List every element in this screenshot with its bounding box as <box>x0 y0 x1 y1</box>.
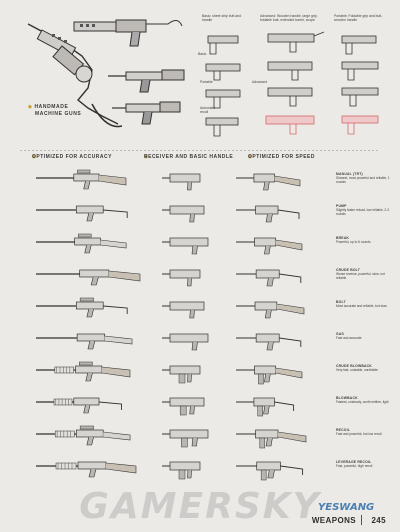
weapon-type-title: MANUAL (TRT) <box>336 172 363 176</box>
speed-weapon-7 <box>236 365 303 385</box>
weapon-type-text: Slightly faster reload, low reliable, 2-… <box>336 208 389 216</box>
speed-weapon-5 <box>236 301 305 319</box>
caption-line-2: MACHINE GUNS <box>35 111 82 117</box>
weapon-type-text: Worse reverse, powerful, slow, not relia… <box>336 272 385 280</box>
receiver-weapon-2 <box>162 205 205 223</box>
weapon-type-title: CRUDE BLOWBACK <box>336 364 372 368</box>
receiver-weapon-8 <box>162 397 205 416</box>
accuracy-weapon-4 <box>36 269 141 286</box>
weapon-type-title: BOLT <box>336 300 346 304</box>
speed-weapon-10 <box>236 461 304 481</box>
weapon-grid-drawing <box>36 169 307 481</box>
handmade-caption: ◆HANDMADE MACHINE GUNS <box>28 104 108 118</box>
weapon-type-title: BREAK <box>336 236 350 240</box>
footer-separator <box>361 515 362 525</box>
weapon-type-title: GAS <box>336 332 344 336</box>
watermark: GAMERSKY <box>79 486 321 527</box>
accuracy-weapon-6 <box>36 333 133 350</box>
weapon-type-text: Fast, powerful, high recoil <box>336 464 373 468</box>
receiver-weapon-6 <box>162 333 209 351</box>
weapon-type-text: Powerful, up to 6 rounds <box>336 240 371 244</box>
receiver-weapon-7 <box>162 365 201 384</box>
variant-sketches: Basic: sheet strip butt and handle Advan… <box>196 14 392 144</box>
receiver-weapon-10 <box>162 461 201 480</box>
weapon-type-text: Fast and accurate <box>336 336 362 340</box>
receiver-weapon-1 <box>162 173 201 191</box>
weapon-type-text: Most accurate and reliable, but slow <box>336 304 387 308</box>
variant-col2-label: Advanced: Wooden handle, large grip, fol… <box>260 14 318 22</box>
weapon-type-title: LEVERAGE RECOIL <box>336 460 372 464</box>
weapon-type-text: Fast and powerful, but low recoil <box>336 432 382 436</box>
speed-weapon-9 <box>236 429 307 449</box>
yeswang-logo: YESWANG <box>318 502 375 513</box>
speed-weapon-6 <box>236 333 302 351</box>
column-headers: ◆ OPTIMIZED FOR ACCURACY ◆ RECEIVER AND … <box>24 154 376 164</box>
weapon-grid: MANUAL (TRT)Slowest, most powerful and r… <box>0 168 400 498</box>
label-automatic: Automatic recoil <box>200 106 216 114</box>
diamond-icon: ◆ <box>248 154 253 160</box>
header-speed-label: OPTIMIZED FOR SPEED <box>248 154 316 160</box>
weapon-type-text: Very fast, unstable, unreliable <box>336 368 378 372</box>
diamond-icon: ◆ <box>28 104 33 110</box>
weapon-type-title: CRUDE BOLT <box>336 268 360 272</box>
footer-section-title: WEAPONS <box>311 516 356 525</box>
header-accuracy-label: OPTIMIZED FOR ACCURACY <box>32 154 112 160</box>
accuracy-weapon-3 <box>36 233 127 254</box>
weapon-description: MANUAL (TRT)Slowest, most powerful and r… <box>336 172 392 184</box>
weapon-type-text: Fastest, unsteady, worth neither, light <box>336 400 389 404</box>
page-number: 245 <box>371 516 386 525</box>
handmade-machine-gun-illustration <box>27 19 185 128</box>
accuracy-weapon-10 <box>36 461 137 478</box>
receiver-weapon-4 <box>162 269 201 287</box>
weapon-type-title: BLOWBACK <box>336 396 358 400</box>
speed-weapon-2 <box>236 205 300 223</box>
receiver-weapon-5 <box>162 301 205 319</box>
accuracy-weapon-8 <box>36 397 122 414</box>
variant-col3-label: Portable: Foldable grip and butt, wooden… <box>334 14 383 22</box>
variant-sketches-drawing <box>205 31 379 137</box>
receiver-weapon-9 <box>162 429 209 448</box>
speed-weapon-1 <box>236 173 301 191</box>
label-portable: Portable <box>200 80 213 84</box>
section-divider <box>20 150 380 151</box>
diamond-icon: ◆ <box>144 154 149 160</box>
accuracy-weapon-5 <box>36 297 128 318</box>
accuracy-weapon-2 <box>36 205 128 222</box>
caption-line-1: HANDMADE <box>34 104 69 110</box>
handmade-machine-guns-section: ◆HANDMADE MACHINE GUNS Basic: sheet stri… <box>0 0 400 150</box>
weapon-type-title: RECOIL <box>336 428 351 432</box>
header-receiver-label: RECEIVER AND BASIC HANDLE <box>144 154 234 160</box>
speed-weapon-4 <box>236 269 302 287</box>
weapon-type-title: PUMP <box>336 204 347 208</box>
label-basic: Basic <box>198 52 207 56</box>
speed-weapon-3 <box>236 237 303 255</box>
accuracy-weapon-9 <box>36 425 131 446</box>
variant-col1-label: Basic: sheet strip butt and handle <box>202 14 242 22</box>
accuracy-weapon-1 <box>36 169 127 190</box>
speed-weapon-8 <box>236 397 295 417</box>
accuracy-weapon-7 <box>36 361 131 382</box>
weapon-type-text: Slowest, most powerful and reliable, 1 r… <box>336 176 390 184</box>
diamond-icon: ◆ <box>32 154 37 160</box>
receiver-weapon-3 <box>162 237 209 255</box>
label-advanced: Advanced <box>252 80 268 84</box>
page-footer: WEAPONS 245 <box>300 514 392 528</box>
